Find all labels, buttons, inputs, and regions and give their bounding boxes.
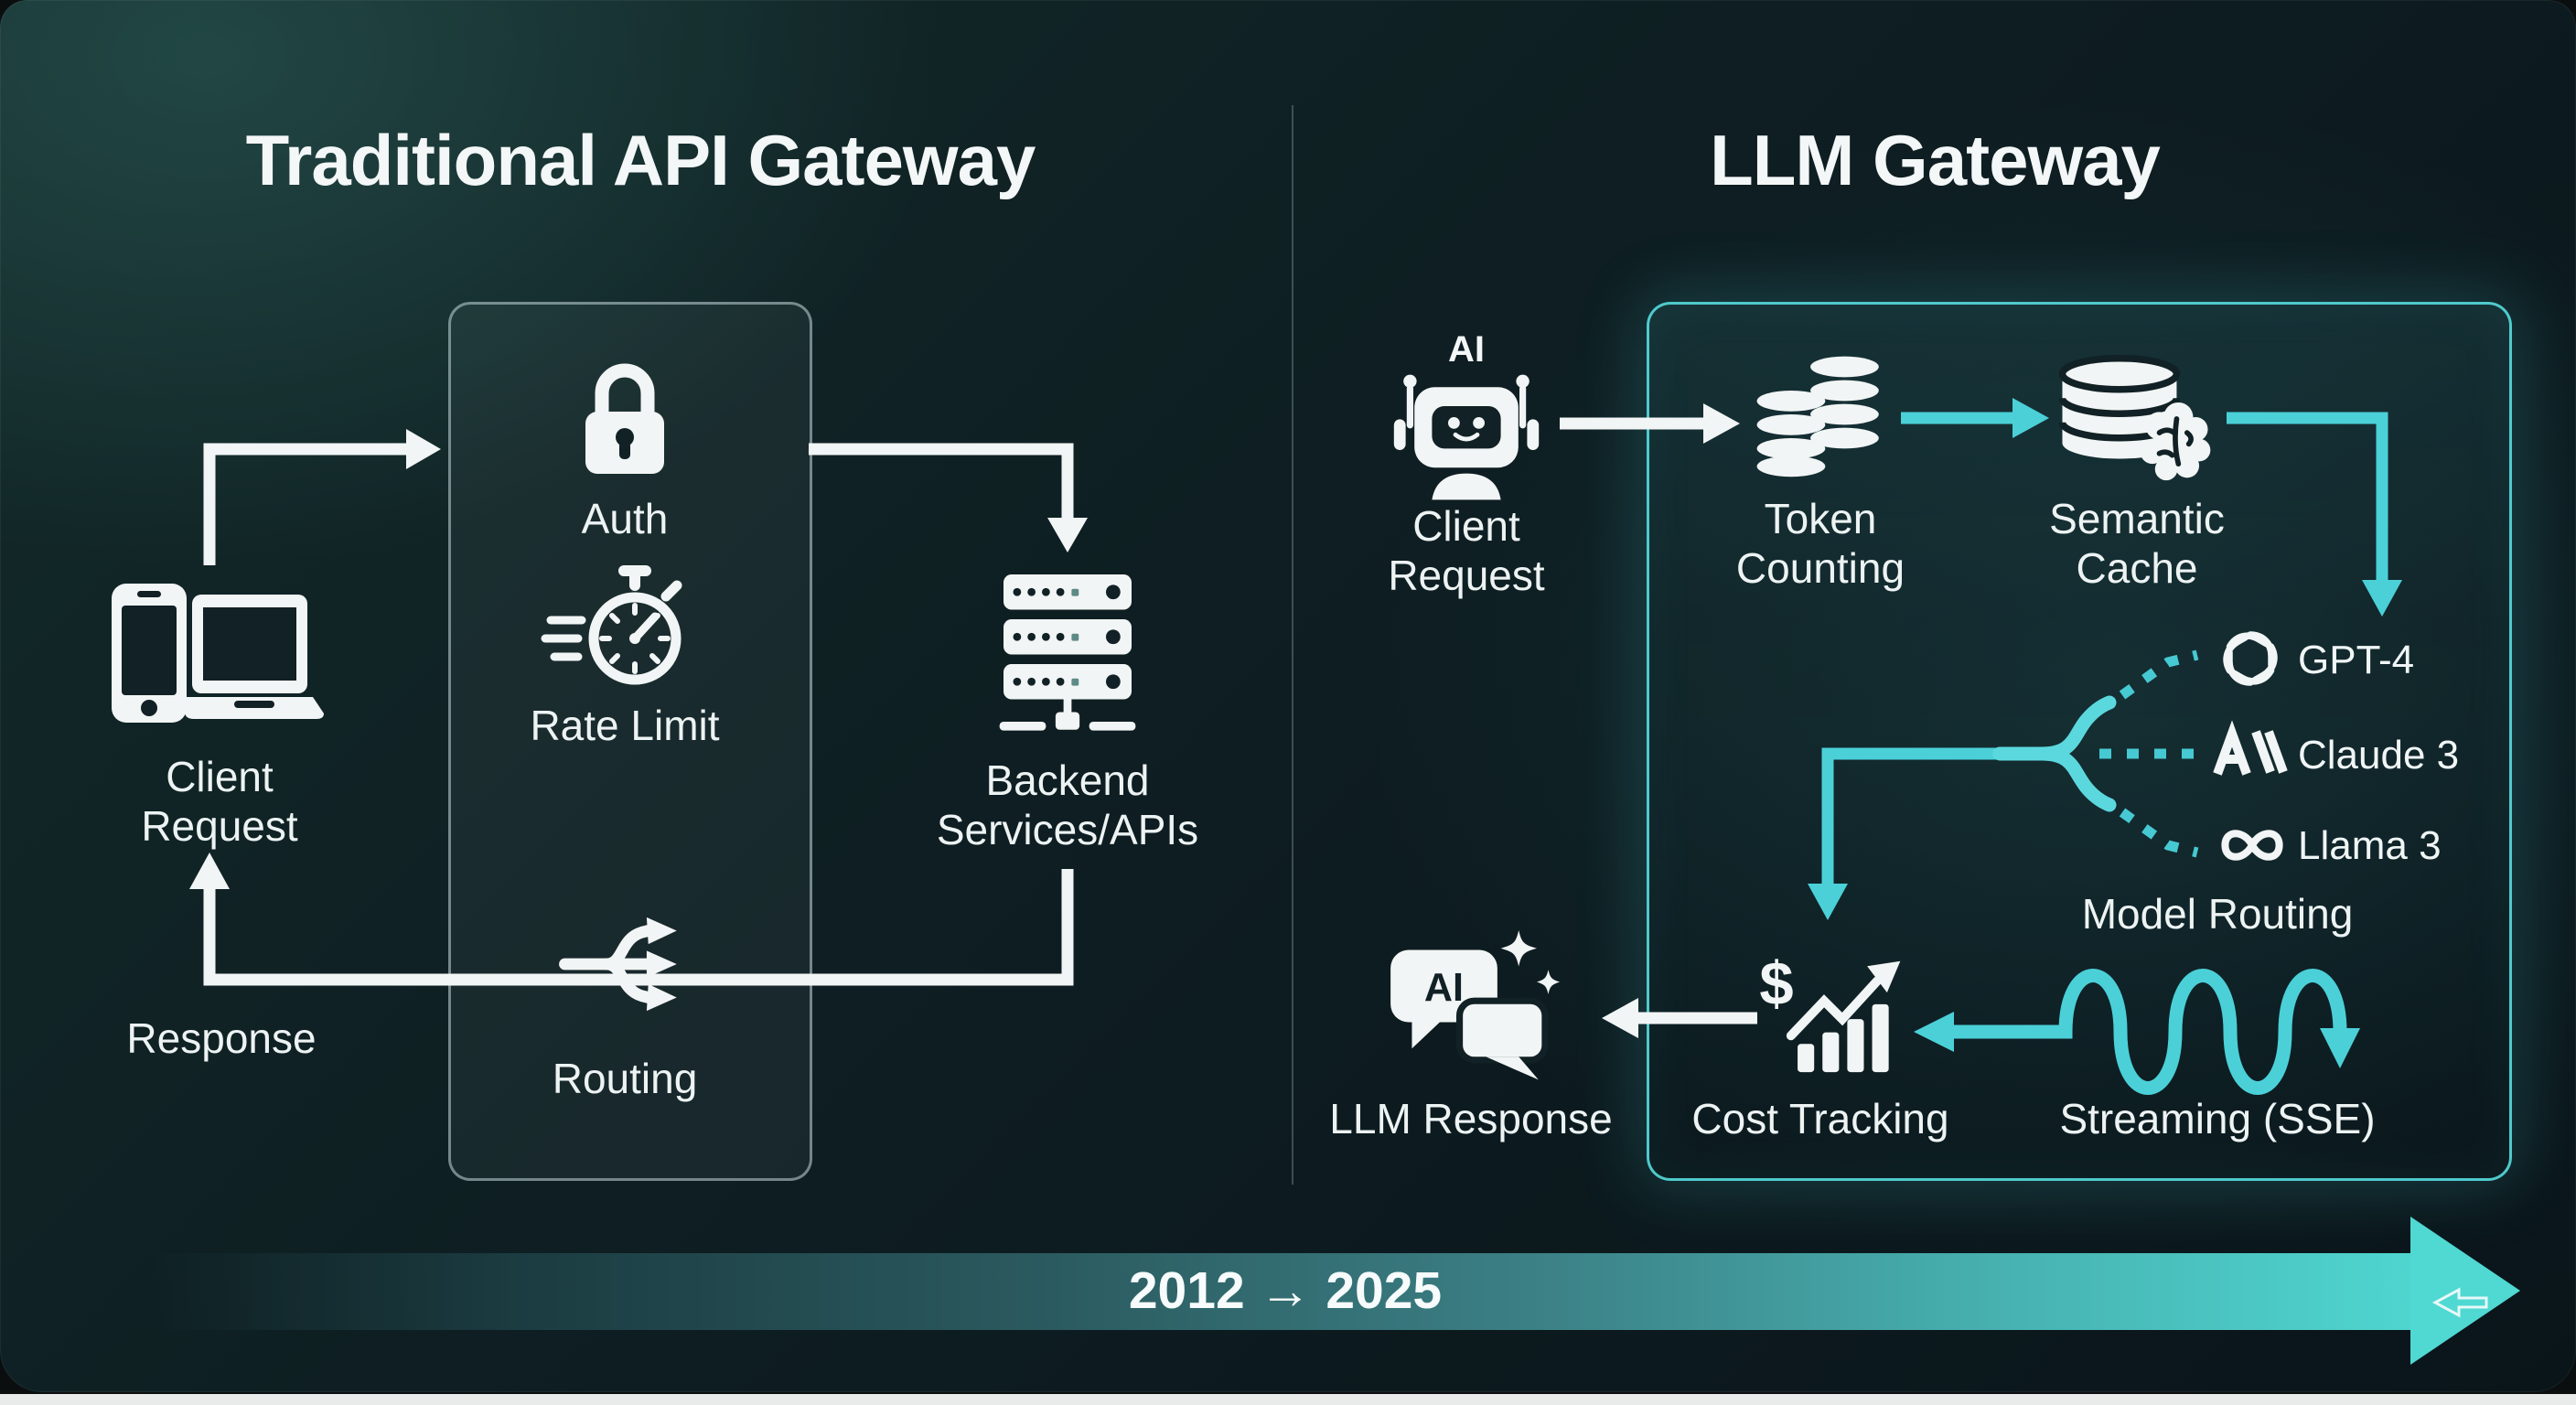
arrow-routing-to-cost bbox=[1821, 747, 2000, 885]
chat-bubbles-ai-icon: AI bbox=[1383, 922, 1577, 1083]
semantic-cache-label: Semantic Cache bbox=[2049, 495, 2225, 593]
client-devices-icon bbox=[108, 574, 327, 730]
model-label-llama3: Llama 3 bbox=[2298, 823, 2442, 868]
laptop-icon bbox=[185, 595, 324, 719]
arrow-gateway-to-backend bbox=[809, 443, 1074, 518]
dollar-glyph: $ bbox=[1759, 949, 1793, 1018]
llm-response-label: LLM Response bbox=[1329, 1095, 1613, 1142]
cost-chart-icon: $ bbox=[1755, 944, 1912, 1079]
phone-icon bbox=[112, 584, 187, 723]
brain-glyph bbox=[2140, 402, 2211, 481]
arrowhead-token-to-cache bbox=[2012, 398, 2049, 438]
cost-tracking-label: Cost Tracking bbox=[1691, 1095, 1949, 1142]
arrowhead-routing-to-cost bbox=[1808, 884, 1848, 920]
ai-badge-robot: AI bbox=[1448, 329, 1485, 370]
arrowhead-airobot-to-token bbox=[1703, 403, 1740, 444]
timeline-label: 2012 → 2025 bbox=[1128, 1261, 1443, 1320]
timeline-arrow bbox=[156, 1253, 2410, 1330]
arrowhead-wave-end bbox=[2320, 1028, 2360, 1068]
model-label-claude3: Claude 3 bbox=[2298, 733, 2460, 778]
ai-robot-icon bbox=[1389, 355, 1544, 501]
model-routing-fork-icon bbox=[1992, 695, 2117, 812]
arrowhead-cost-to-llmresponse bbox=[1602, 998, 1638, 1038]
client-request-label-left: Client Request bbox=[141, 753, 298, 851]
streaming-sse-label: Streaming (SSE) bbox=[2059, 1095, 2376, 1142]
arrow-cache-to-models bbox=[2227, 412, 2388, 582]
anthropic-logo-icon bbox=[2213, 720, 2289, 776]
arrowhead-response-to-client bbox=[189, 853, 230, 889]
openai-logo-icon bbox=[2219, 627, 2281, 690]
title-traditional-gateway: Traditional API Gateway bbox=[245, 120, 1036, 200]
arrowhead-client-to-gateway bbox=[406, 429, 441, 469]
token-counting-label: Token Counting bbox=[1735, 495, 1905, 593]
streaming-wave bbox=[1947, 969, 2347, 1095]
cursor-arrow-icon bbox=[2431, 1287, 2488, 1318]
ai-badge-bubble: AI bbox=[1424, 966, 1464, 1010]
timeline-arrowhead bbox=[2410, 1217, 2520, 1365]
auth-label: Auth bbox=[581, 495, 669, 542]
server-stack-icon bbox=[999, 574, 1136, 741]
dotted-model-links bbox=[2099, 649, 2199, 858]
backend-services-label: Backend Services/APIs bbox=[936, 756, 1199, 854]
arrowhead-gateway-to-backend bbox=[1047, 518, 1088, 552]
routing-label: Routing bbox=[552, 1055, 698, 1102]
coin-stacks-icon bbox=[1755, 355, 1883, 477]
section-divider bbox=[1292, 105, 1293, 1185]
route-split-icon bbox=[559, 895, 693, 1034]
arrowhead-cache-to-models bbox=[2362, 580, 2402, 617]
lock-icon bbox=[571, 359, 679, 479]
arrow-backend-response-to-client bbox=[203, 869, 1074, 986]
model-label-gpt4: GPT-4 bbox=[2298, 638, 2415, 682]
stopwatch-icon bbox=[541, 565, 695, 690]
page-edge bbox=[0, 1394, 2576, 1405]
arrowhead-stream-to-cost bbox=[1914, 1012, 1954, 1052]
title-llm-gateway: LLM Gateway bbox=[1710, 120, 2161, 200]
client-request-label-right: Client Request bbox=[1388, 502, 1545, 600]
model-routing-label: Model Routing bbox=[2081, 890, 2354, 938]
rate-limit-label: Rate Limit bbox=[530, 702, 720, 749]
response-label: Response bbox=[126, 1014, 317, 1062]
meta-logo-icon bbox=[2214, 821, 2291, 869]
arrow-client-to-gateway bbox=[203, 443, 406, 565]
database-brain-icon bbox=[2056, 353, 2214, 483]
